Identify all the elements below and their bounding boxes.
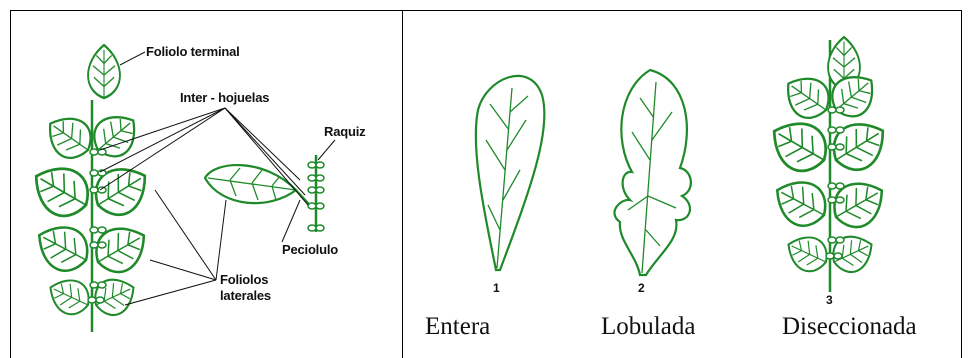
label-laterales: laterales — [220, 288, 271, 303]
caption-entera: Entera — [425, 313, 490, 341]
label-foliolo-terminal: Foliolo terminal — [146, 44, 240, 59]
label-raquiz: Raquiz — [324, 124, 365, 139]
leaf-lobulada — [614, 70, 690, 275]
label-inter-hojuelas: Inter - hojuelas — [180, 90, 269, 105]
detached-leaflet — [205, 155, 324, 232]
compound-leaf-left — [24, 45, 156, 332]
caption-lobulada: Lobulada — [601, 313, 695, 341]
leaf-diseccionada — [762, 37, 894, 292]
leaf-entera — [476, 76, 545, 270]
caption-diseccionada: Diseccionada — [782, 313, 917, 341]
leaf-number-3: 3 — [826, 293, 833, 307]
label-foliolos: Foliolos — [220, 272, 268, 287]
label-peciolulo: Peciolulo — [282, 242, 338, 257]
leaf-number-2: 2 — [638, 281, 645, 295]
leaf-number-1: 1 — [493, 281, 500, 295]
